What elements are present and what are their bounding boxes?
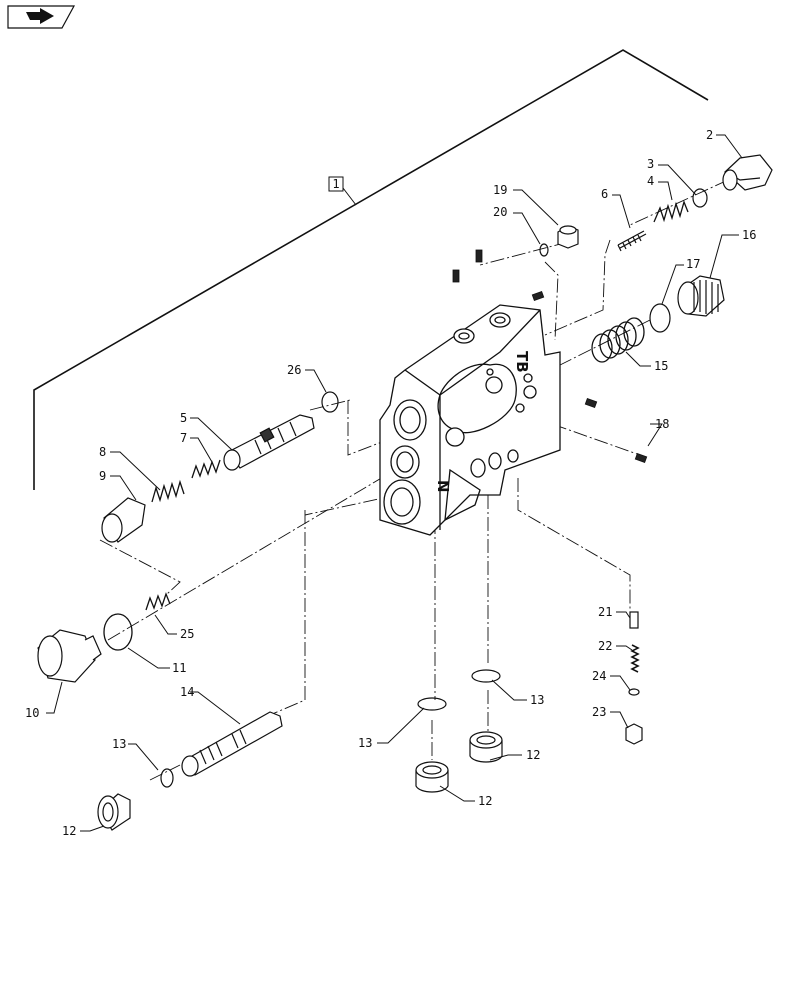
callout-label: 3 (647, 157, 654, 171)
callout-label: 13 (358, 736, 372, 750)
part-spring-25 (145, 592, 171, 611)
port-marking-tb: TB (513, 351, 531, 373)
callout-label: 25 (180, 627, 194, 641)
part-cap-9 (101, 497, 146, 543)
valve-body (379, 304, 561, 536)
callout-label: 26 (287, 363, 301, 377)
callout-label: 12 (526, 748, 540, 762)
callout-label: 24 (592, 669, 606, 683)
callout-label: 20 (493, 205, 507, 219)
part-spring-8 (151, 479, 185, 503)
callout-label: 14 (180, 685, 194, 699)
callout-label: 15 (654, 359, 668, 373)
part-plug-23 (625, 723, 643, 745)
assembly-bracket (33, 49, 709, 490)
part-oring-17 (649, 303, 671, 333)
part-oring-13-middle (417, 697, 447, 711)
part-oring-26 (321, 391, 339, 413)
part-spool-5 (223, 414, 315, 471)
callout-label: 13 (112, 737, 126, 751)
part-washer-24 (628, 688, 640, 696)
part-plug-2 (722, 154, 773, 191)
set-screws (452, 249, 648, 464)
port-marking-n: N (434, 480, 452, 493)
callout-label: 19 (493, 183, 507, 197)
next-page-arrow-icon (7, 5, 76, 29)
assembly-reference-label: 1 (332, 177, 339, 191)
callout-labels: 2 3 4 16 19 20 6 17 15 26 5 7 8 9 18 25 … (25, 128, 756, 838)
part-oring-13-right (471, 669, 501, 683)
part-oring-11 (103, 613, 133, 651)
callout-label: 22 (598, 639, 612, 653)
part-spring-4 (653, 199, 689, 223)
callout-label: 21 (598, 605, 612, 619)
callout-label: 9 (99, 469, 106, 483)
callout-leaders (46, 134, 743, 832)
part-oring-3 (692, 188, 708, 208)
callout-label: 12 (62, 824, 76, 838)
part-spool-14 (181, 711, 283, 777)
callout-label: 17 (686, 257, 700, 271)
callout-label: 5 (180, 411, 187, 425)
part-pin-6 (617, 230, 647, 252)
part-spring-7 (191, 459, 221, 479)
part-plug-12-middle (415, 761, 449, 793)
part-pin-21 (629, 611, 639, 629)
callout-label: 12 (478, 794, 492, 808)
callout-label: 23 (592, 705, 606, 719)
callout-label: 6 (601, 187, 608, 201)
callout-label: 16 (742, 228, 756, 242)
part-plug-12-right (469, 731, 503, 763)
part-oring-13-left (160, 768, 174, 788)
callout-label: 11 (172, 661, 186, 675)
callout-label: 4 (647, 174, 654, 188)
callout-label: 10 (25, 706, 39, 720)
part-spring-22 (630, 644, 640, 673)
callout-label: 18 (655, 417, 669, 431)
part-spring-15 (591, 317, 645, 363)
part-washer-20 (539, 243, 549, 257)
part-plug-16 (677, 275, 725, 317)
part-plug-10 (37, 629, 102, 683)
next-page-button[interactable] (6, 2, 76, 30)
assembly-reference-box (328, 176, 344, 192)
part-plug-12-left (97, 793, 131, 831)
callout-label: 13 (530, 693, 544, 707)
callout-label: 7 (180, 431, 187, 445)
callout-label: 2 (706, 128, 713, 142)
part-fitting-19 (557, 225, 579, 249)
callout-label: 8 (99, 445, 106, 459)
